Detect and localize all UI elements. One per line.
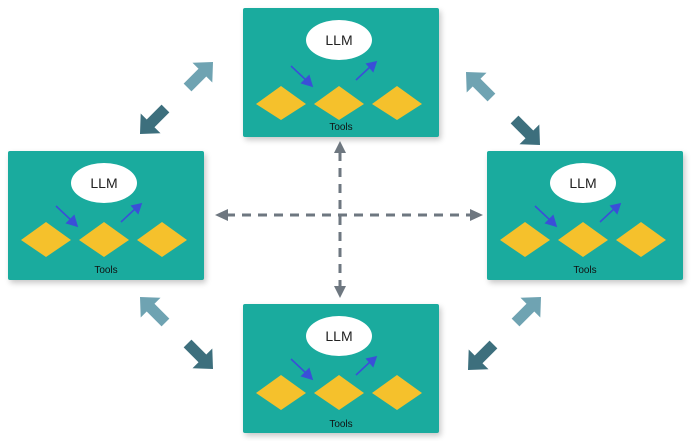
diagonal-block-arrow-icon	[130, 98, 176, 144]
diagonal-block-arrow-icon	[458, 334, 504, 380]
diagonal-block-arrow-icon	[177, 52, 223, 98]
inner-arrow-up-icon	[120, 202, 143, 223]
diagonal-block-arrow-icon	[177, 333, 223, 379]
diagonal-block-arrow-icon	[130, 287, 176, 333]
tool-diamond-icon	[314, 86, 364, 120]
diagonal-block-arrow-icon	[505, 287, 551, 333]
tool-diamond-icon	[256, 86, 306, 120]
tools-label: Tools	[94, 265, 118, 276]
agent-card-top: LLM Tools	[243, 8, 439, 137]
tool-diamond-icon	[256, 375, 306, 410]
dashed-double-arrow-icon	[334, 141, 346, 298]
tool-diamond-icon	[137, 222, 187, 257]
llm-label: LLM	[71, 163, 137, 203]
tool-diamond-icon	[558, 222, 608, 257]
llm-label: LLM	[550, 163, 616, 203]
inner-arrow-down-icon	[534, 205, 558, 228]
inner-arrow-up-icon	[355, 355, 378, 376]
tool-diamond-icon	[372, 375, 422, 410]
inner-arrow-up-icon	[355, 60, 378, 81]
tool-diamond-icon	[21, 222, 71, 257]
inner-arrow-up-icon	[599, 202, 622, 223]
tool-diamond-icon	[79, 222, 129, 257]
diagonal-block-arrow-icon	[504, 109, 550, 155]
agent-card-bottom: LLM Tools	[243, 304, 439, 433]
inner-arrow-down-icon	[55, 205, 79, 228]
tools-label: Tools	[329, 122, 353, 133]
inner-arrow-down-icon	[290, 358, 314, 381]
agent-card-left: LLM Tools	[8, 151, 204, 280]
tools-graphic	[256, 60, 422, 120]
diagonal-block-arrow-icon	[456, 62, 502, 108]
tools-graphic	[21, 202, 187, 257]
llm-label: LLM	[306, 316, 372, 356]
tool-diamond-icon	[372, 86, 422, 120]
tools-graphic	[256, 355, 422, 410]
dashed-double-arrow-icon	[215, 209, 483, 221]
inner-arrow-down-icon	[290, 65, 314, 88]
tools-graphic	[500, 202, 666, 257]
tool-diamond-icon	[500, 222, 550, 257]
tool-diamond-icon	[314, 375, 364, 410]
llm-label: LLM	[306, 20, 372, 60]
tools-label: Tools	[329, 419, 353, 430]
tool-diamond-icon	[616, 222, 666, 257]
tools-label: Tools	[573, 265, 597, 276]
agent-card-right: LLM Tools	[487, 151, 683, 280]
